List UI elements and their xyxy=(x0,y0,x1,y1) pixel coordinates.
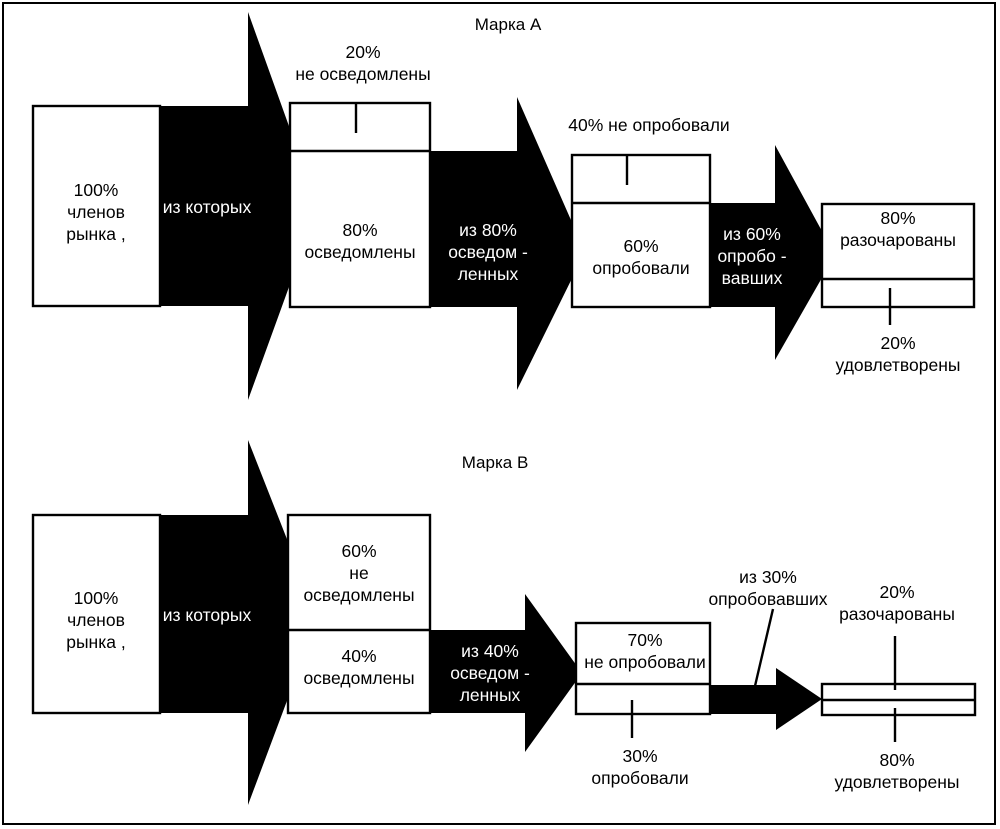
brand-b-box1-line2: членов xyxy=(67,610,125,630)
brand-b-arrow2-line1: из 40% xyxy=(461,641,519,661)
brand-b-title: Марка B xyxy=(462,453,529,472)
brand-a-box1-line3: рынка , xyxy=(66,224,125,244)
brand-b-arrow3-callout-leader xyxy=(753,608,775,687)
brand-b-box4-bottom-callout-line2: удовлетворены xyxy=(835,772,960,792)
brand-a-arrow2-line2: осведом - xyxy=(448,242,528,262)
brand-a-box2-bottom-line1: 80% xyxy=(342,220,377,240)
brand-b-arrow3-callout-line2: опробовавших xyxy=(708,589,827,609)
brand-b-box-trial xyxy=(574,621,712,716)
brand-b-box2-top-line3: осведомлены xyxy=(303,585,414,605)
brand-a-arrow2-line3: ленных xyxy=(458,264,519,284)
brand-a-arrow3-line1: из 60% xyxy=(723,224,781,244)
brand-b-arrow3-callout-line1: из 30% xyxy=(739,567,797,587)
brand-b-arrow2-line3: ленных xyxy=(460,685,521,705)
brand-a-arrow3-line3: вавших xyxy=(722,268,783,288)
brand-b-box1-line1: 100% xyxy=(74,588,119,608)
brand-a-box1-line2: членов xyxy=(67,202,125,222)
brand-b-box-awareness xyxy=(286,513,432,715)
brand-b-box1-line3: рынка , xyxy=(66,632,125,652)
brand-a-title: Марка A xyxy=(475,15,542,34)
brand-b-arrow-2 xyxy=(430,594,582,752)
brand-b-box3-top-line1: 70% xyxy=(627,630,662,650)
brand-a-box3-bottom-line1: 60% xyxy=(623,236,658,256)
brand-b-arrow-1 xyxy=(160,440,318,805)
brand-b-box4-bottom-callout-line1: 80% xyxy=(879,750,914,770)
brand-a-box4-top-line1: 80% xyxy=(880,208,915,228)
brand-b-box4-top-callout-line2: разочарованы xyxy=(839,604,955,624)
brand-b-arrow1-label: из которых xyxy=(163,605,252,625)
brand-a-box4-top-line2: разочарованы xyxy=(840,230,956,250)
brand-b-box3-top-line2: не опробовали xyxy=(584,652,706,672)
brand-b-box4-top-callout-line1: 20% xyxy=(879,582,914,602)
brand-b-box3-callout-line2: опробовали xyxy=(591,768,688,788)
brand-a-box-market xyxy=(31,104,162,308)
brand-a-box4-callout-line2: удовлетворены xyxy=(836,355,961,375)
brand-a-box-trial xyxy=(570,153,712,309)
brand-a-arrow3-line2: опробо - xyxy=(717,246,786,266)
brand-a-arrow-3 xyxy=(710,145,835,360)
brand-a-box1-line1: 100% xyxy=(74,180,119,200)
brand-b-box-market xyxy=(31,513,162,715)
brand-a-arrow1-label: из которых xyxy=(163,197,252,217)
brand-b-box2-top-line2: не xyxy=(349,563,368,583)
brand-b-box3-callout-line1: 30% xyxy=(622,746,657,766)
brand-a-box3-callout-line1: 40% не опробовали xyxy=(568,115,729,135)
brand-b-arrow2-line2: осведом - xyxy=(450,663,530,683)
brand-a-arrow-2 xyxy=(430,97,585,390)
brand-a-box4-callout-line1: 20% xyxy=(880,333,915,353)
brand-b-box2-bottom-line1: 40% xyxy=(341,646,376,666)
brand-b-box2-top-line1: 60% xyxy=(341,541,376,561)
brand-a-box2-callout-line2: не осведомлены xyxy=(295,64,430,84)
brand-b-box2-bottom-line2: осведомлены xyxy=(303,668,414,688)
brand-a-box-satisfaction xyxy=(820,202,976,309)
brand-a-box-awareness xyxy=(288,101,432,309)
brand-b-arrow-3 xyxy=(710,668,822,730)
brand-a-arrow-1 xyxy=(160,12,318,400)
brand-a-box3-bottom-line2: опробовали xyxy=(592,258,689,278)
brand-a-box2-callout-line1: 20% xyxy=(345,42,380,62)
brand-a-box2-bottom-line2: осведомлены xyxy=(304,242,415,262)
brand-a-arrow2-line1: из 80% xyxy=(459,220,517,240)
